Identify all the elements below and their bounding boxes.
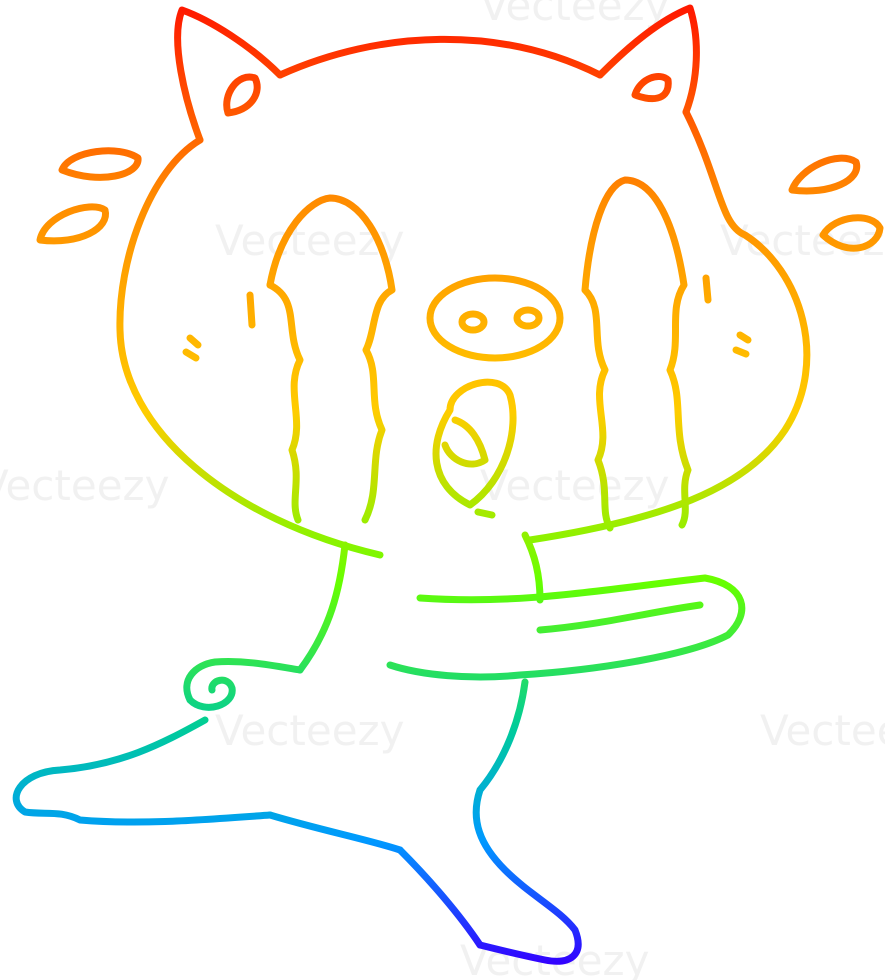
head-top [276,35,604,79]
watermark-text-7: Vecteezy [720,216,885,265]
tear-drop-top-left [58,147,142,181]
right-nostril [513,306,543,330]
right-cheek-line [702,274,712,304]
open-mouth [432,378,517,509]
right-inner-ear [631,73,672,103]
right-blush-mark [736,331,752,344]
watermark-text-2: Vecteezy [0,461,169,510]
mouth-inner [441,416,489,468]
left-nostril [458,310,488,334]
chin-mark [474,508,496,519]
back-leg-lower [266,811,404,854]
left-inner-ear [223,73,261,117]
right-tear-inner [581,286,614,532]
right-blush-mark-2 [732,346,750,358]
tear-drop-mid-left [36,203,109,245]
curly-tail [183,658,304,711]
watermark-text-6: Vecteezy [480,0,669,30]
left-tear-inner [266,281,304,524]
back-leg [12,716,274,826]
tear-drop-mid-right [819,214,884,252]
watermark-text-3: Vecteezy [480,461,669,510]
pig-drawing [12,4,884,965]
head-left [116,136,384,559]
front-leg-outer [472,678,582,965]
neck-right [521,531,544,604]
left-blush-mark [186,334,202,349]
right-ear [596,4,700,116]
neck-left [296,541,349,674]
left-tear-stream [266,194,396,524]
upper-arm [386,574,746,681]
lower-arm-line [536,601,704,634]
tear-drop-top-right [788,154,861,195]
front-leg-inner [396,846,484,949]
left-ear [174,6,284,144]
watermark-text-5: Vecteezy [760,706,885,755]
left-cheek-line [246,291,256,329]
left-blush-mark-2 [182,348,200,362]
head-right [526,108,811,544]
right-tear-stream [581,176,692,529]
watermark-text-4: Vecteezy [215,706,404,755]
snout [426,274,564,362]
